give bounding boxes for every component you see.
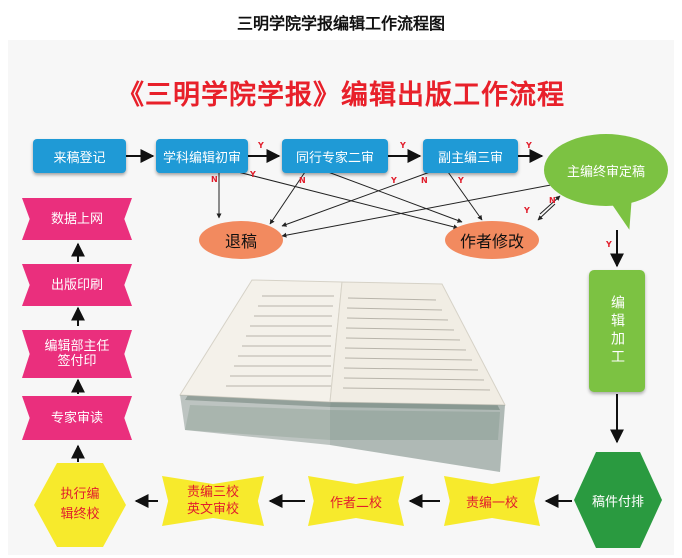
node-chief-final-review: 主编终审定稿 [544, 134, 668, 206]
node-editing: 编辑加工 [589, 270, 645, 392]
node-rejection: 退稿 [199, 221, 283, 259]
label-yes-2: Y [400, 141, 406, 150]
node-third-proof-line1: 责编三校 [186, 485, 239, 500]
label-no-4: N [549, 196, 556, 205]
node-approval-line2: 签付印 [57, 354, 97, 369]
node-printing: 出版印刷 [22, 264, 132, 306]
label-yes-4: Y [250, 170, 256, 179]
node-subject-first-review: 学科编辑初审 [156, 139, 248, 173]
label-yes-1: Y [258, 141, 264, 150]
node-author-second-proof: 作者二校 [308, 476, 404, 526]
node-deputy-third-review: 副主编三审 [423, 139, 518, 173]
label-yes-7: Y [524, 206, 530, 215]
node-typesetting: 稿件付排 [574, 452, 662, 548]
label-yes-3: Y [526, 141, 532, 150]
node-third-proof-line2: 英文审校 [186, 502, 239, 517]
node-author-revision: 作者修改 [445, 221, 539, 259]
node-peer-review: 同行专家二审 [282, 139, 388, 173]
label-yes-6: Y [458, 176, 464, 185]
diagram-banner: 《三明学院学报》编辑出版工作流程 [117, 80, 565, 111]
label-no-3: N [421, 176, 428, 185]
node-editing-label: 编辑加工 [609, 295, 625, 367]
label-yes-5: Y [391, 176, 397, 185]
node-approval: 编辑部主任 签付印 [22, 330, 132, 378]
label-yes-8: Y [606, 240, 612, 249]
node-online: 数据上网 [22, 198, 132, 240]
node-third-proof: 责编三校 英文审校 [162, 476, 264, 526]
label-no-1: N [211, 175, 218, 184]
label-no-2: N [299, 176, 306, 185]
page-title: 三明学院学报编辑工作流程图 [236, 14, 445, 33]
node-submission: 来稿登记 [33, 139, 126, 173]
node-expert-reading: 专家审读 [22, 396, 132, 440]
node-approval-line1: 编辑部主任 [44, 339, 110, 354]
node-final-proof-line2: 辑终校 [60, 507, 100, 522]
node-final-proof-line1: 执行编 [60, 487, 100, 502]
node-first-proof: 责编一校 [444, 476, 540, 526]
